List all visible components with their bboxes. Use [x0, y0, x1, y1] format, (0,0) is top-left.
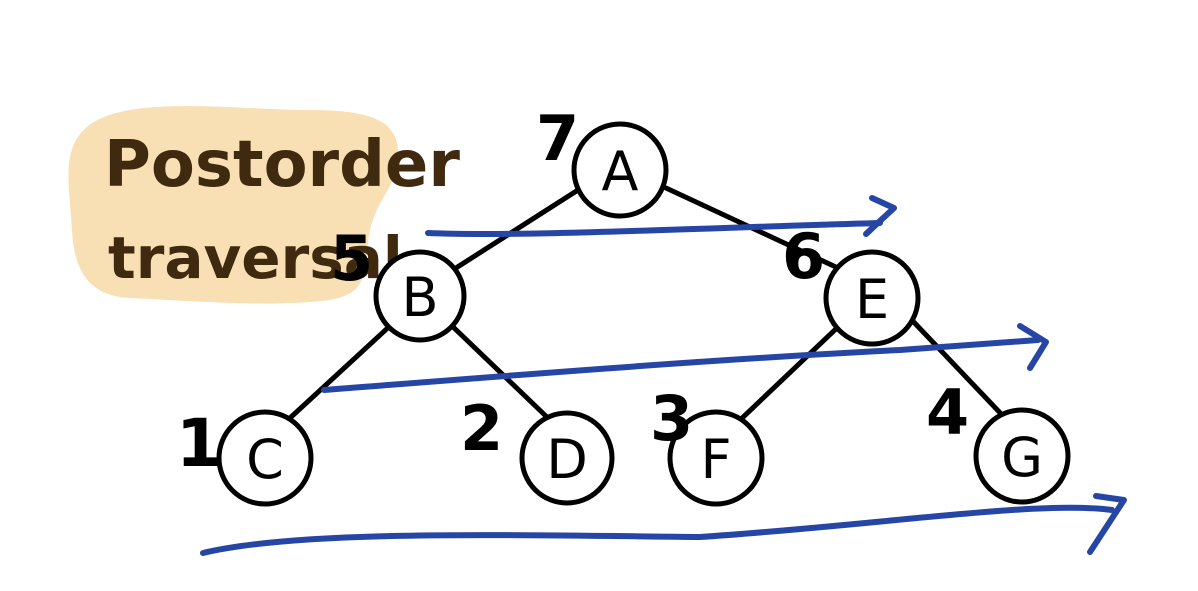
- edge-e-g: [905, 313, 1008, 421]
- tree-node-a: A: [571, 121, 669, 219]
- arrowhead-level-3: [1087, 493, 1127, 555]
- node-e-label: E: [855, 268, 889, 331]
- node-c-label: C: [246, 428, 284, 491]
- node-a-circle: [571, 121, 669, 219]
- order-number-b: 5: [330, 222, 373, 295]
- order-number-c: 1: [176, 405, 222, 482]
- order-numbers: 7 5 6 1 2 3 4: [176, 102, 969, 482]
- node-d-circle: [519, 410, 615, 506]
- tree-edges: [287, 185, 1008, 423]
- title-line-2: traversal: [108, 224, 403, 292]
- edge-b-d: [447, 321, 553, 423]
- edge-e-f: [737, 322, 843, 423]
- tree-node-e: E: [823, 249, 921, 347]
- node-c-circle: [216, 409, 314, 507]
- arrow-level-3: [200, 504, 1115, 556]
- title-highlight: [68, 106, 399, 304]
- arrow-level-1: [425, 220, 883, 237]
- edge-b-c: [287, 321, 395, 421]
- tree-node-f: F: [667, 409, 765, 507]
- tree-node-c: C: [216, 409, 314, 507]
- order-number-f: 3: [650, 382, 693, 455]
- arrowhead-level-1: [863, 195, 897, 237]
- tree-node-b: B: [373, 249, 467, 343]
- node-e-circle: [823, 249, 921, 347]
- title-block: Postorder traversal: [68, 106, 460, 304]
- order-number-a: 7: [536, 102, 579, 175]
- order-number-g: 4: [926, 376, 969, 449]
- arrowhead-level-2: [1017, 323, 1049, 371]
- node-b-circle: [373, 249, 467, 343]
- order-number-e: 6: [782, 220, 825, 293]
- node-d-label: D: [546, 428, 588, 491]
- node-a-label: A: [602, 140, 639, 203]
- tree-node-d: D: [519, 410, 615, 506]
- node-b-label: B: [401, 266, 438, 329]
- tree-node-g: G: [973, 407, 1071, 505]
- node-g-circle: [973, 407, 1071, 505]
- node-f-circle: [667, 409, 765, 507]
- arrow-level-2: [321, 337, 1041, 393]
- title-line-1: Postorder: [104, 128, 460, 202]
- node-f-label: F: [700, 428, 731, 491]
- traversal-arrows: [200, 195, 1127, 556]
- node-g-label: G: [1001, 426, 1043, 489]
- order-number-d: 2: [460, 392, 503, 465]
